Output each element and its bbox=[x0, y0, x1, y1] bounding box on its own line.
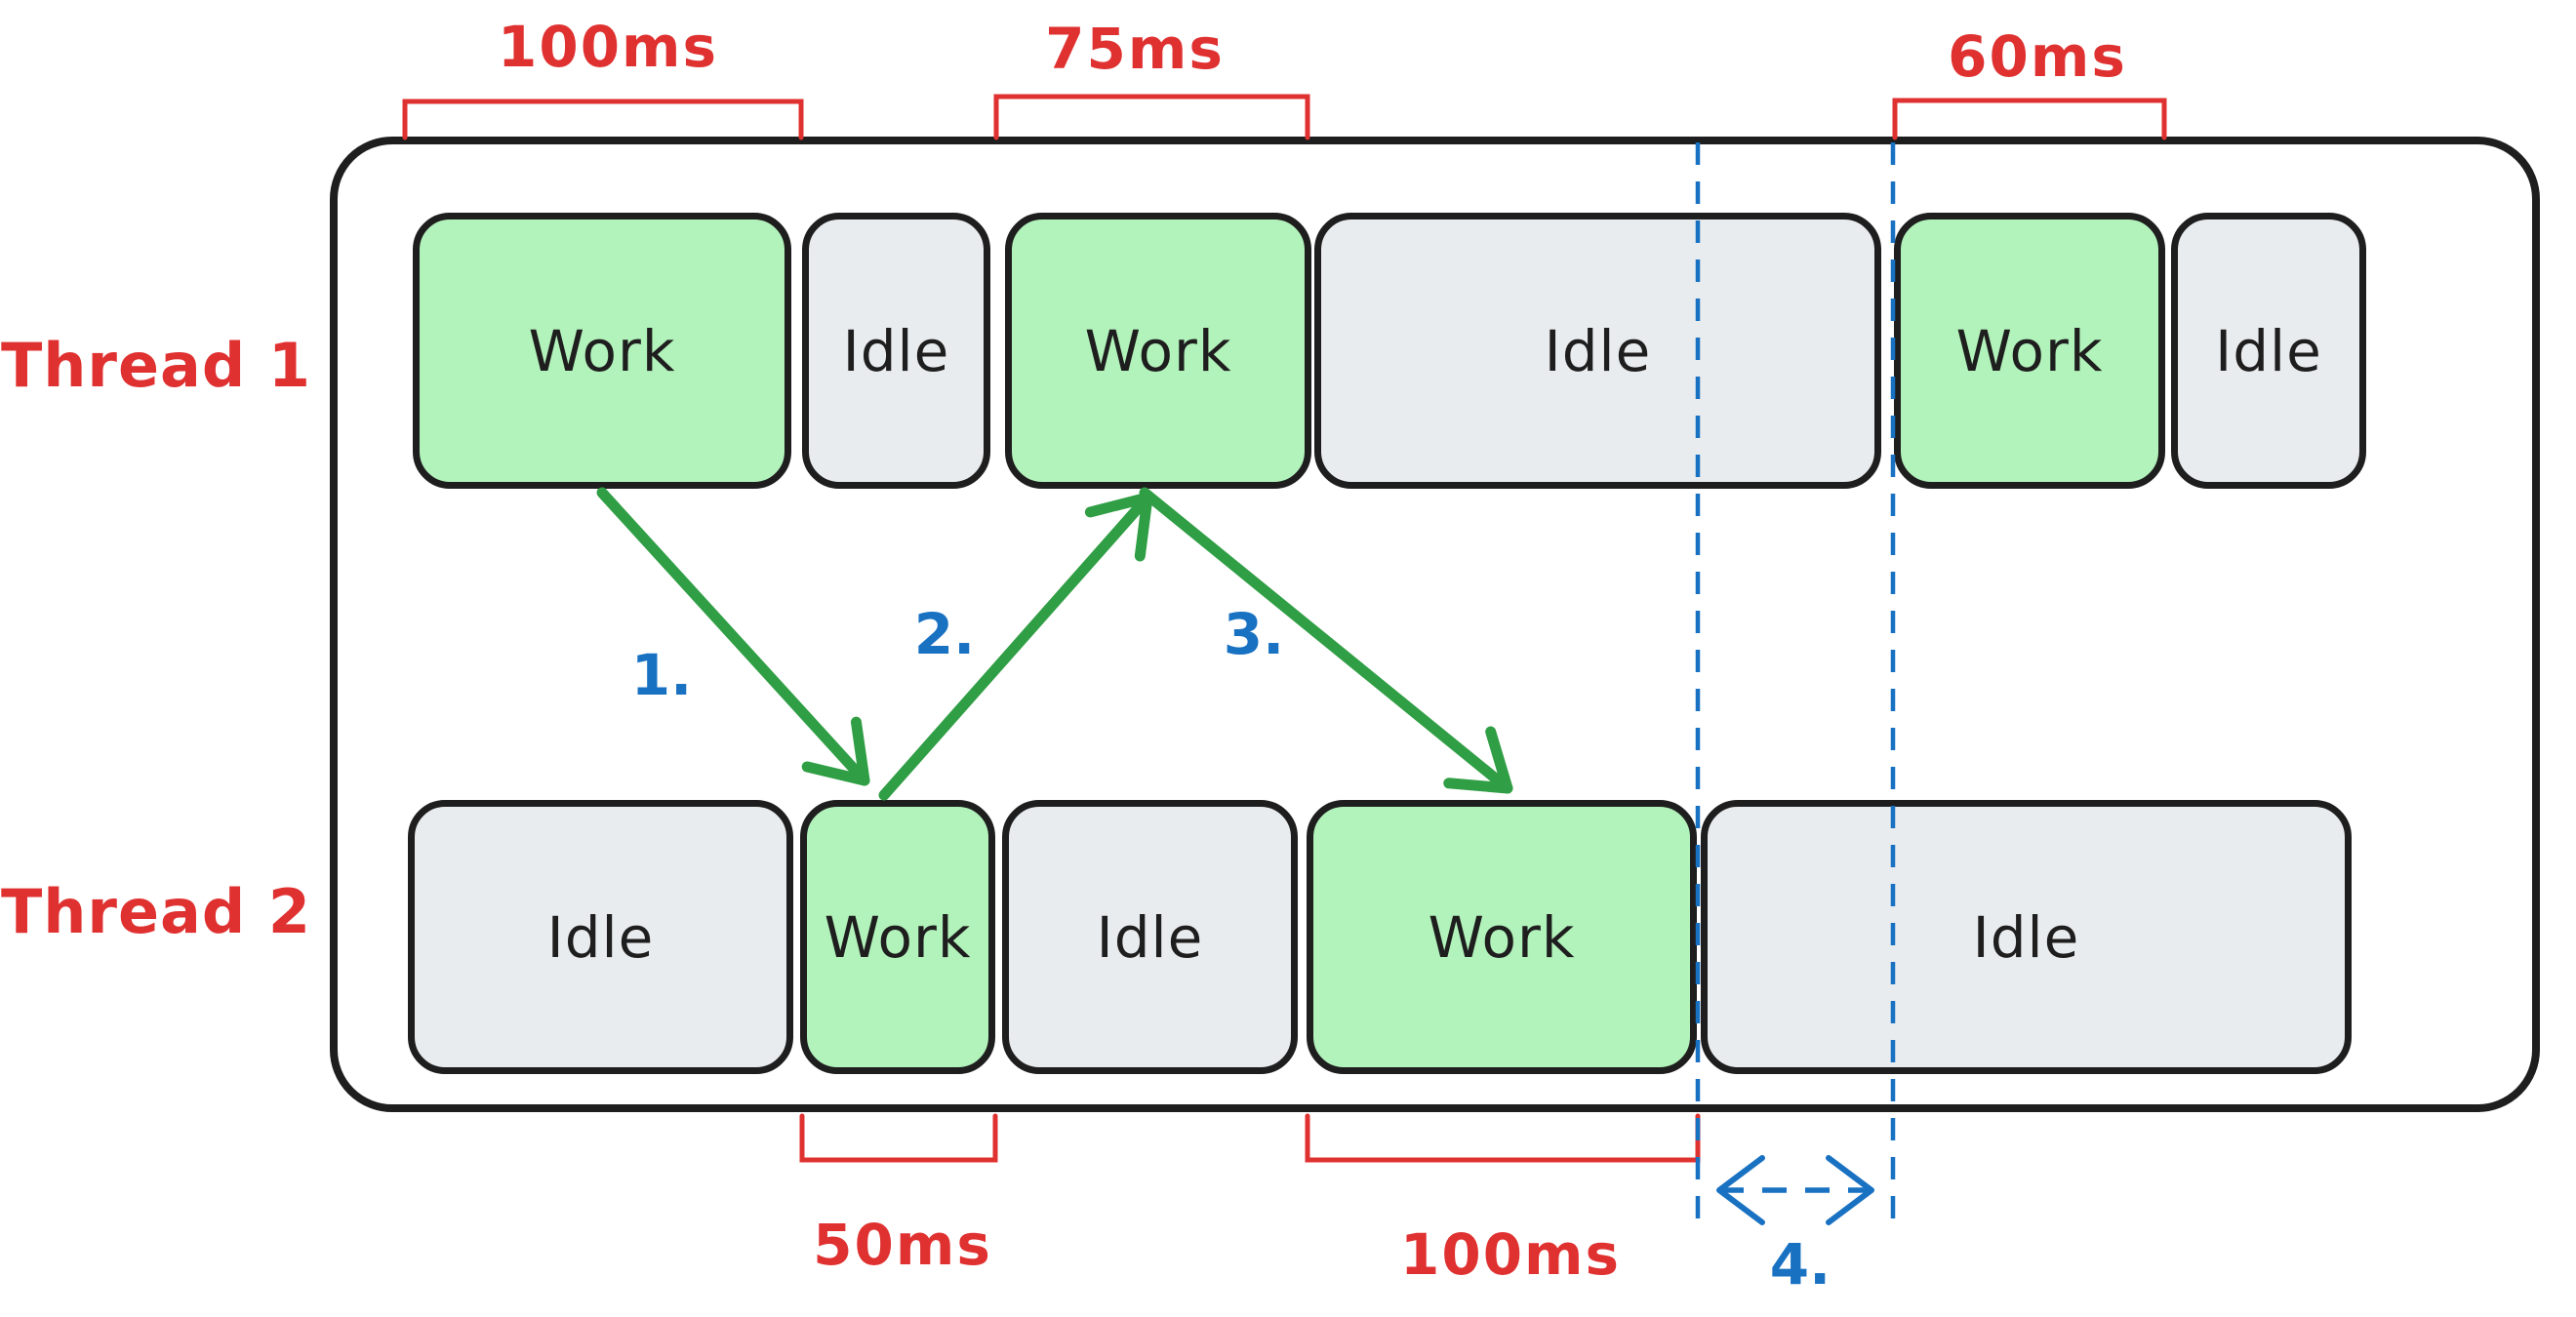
thread2-work-block-1: Work bbox=[800, 800, 995, 1074]
duration-label-top-100ms: 100ms bbox=[497, 14, 719, 80]
thread1-idle-block-1: Idle bbox=[802, 213, 990, 489]
duration-label-bottom-100ms: 100ms bbox=[1399, 1221, 1622, 1288]
thread-1-label: Thread 1 bbox=[1, 330, 311, 401]
thread-2-label: Thread 2 bbox=[1, 876, 311, 947]
step-label-3: 3. bbox=[1223, 601, 1285, 667]
thread2-work-block-2: Work bbox=[1307, 800, 1697, 1074]
bracket-top-60ms bbox=[1892, 98, 2167, 140]
bracket-bottom-100ms bbox=[1305, 1113, 1701, 1163]
duration-label-bottom-50ms: 50ms bbox=[813, 1212, 992, 1278]
timeline-frame bbox=[330, 137, 2540, 1112]
bracket-top-75ms bbox=[993, 94, 1310, 140]
step-label-2: 2. bbox=[913, 601, 976, 667]
thread2-idle-block-3: Idle bbox=[1701, 800, 2352, 1074]
duration-label-top-60ms: 60ms bbox=[1948, 23, 2127, 90]
bracket-bottom-50ms bbox=[799, 1113, 998, 1163]
step-label-4: 4. bbox=[1769, 1231, 1831, 1297]
thread1-work-block-3: Work bbox=[1894, 213, 2165, 489]
bracket-top-100ms bbox=[402, 99, 804, 140]
thread2-idle-block-2: Idle bbox=[1002, 800, 1298, 1074]
thread1-work-block-1: Work bbox=[413, 213, 791, 489]
step-label-1: 1. bbox=[630, 642, 693, 708]
duration-label-top-75ms: 75ms bbox=[1045, 16, 1225, 82]
thread2-idle-block-1: Idle bbox=[408, 800, 793, 1074]
thread1-idle-block-2: Idle bbox=[1314, 213, 1881, 489]
thread1-work-block-2: Work bbox=[1005, 213, 1311, 489]
thread1-idle-block-3: Idle bbox=[2171, 213, 2366, 489]
